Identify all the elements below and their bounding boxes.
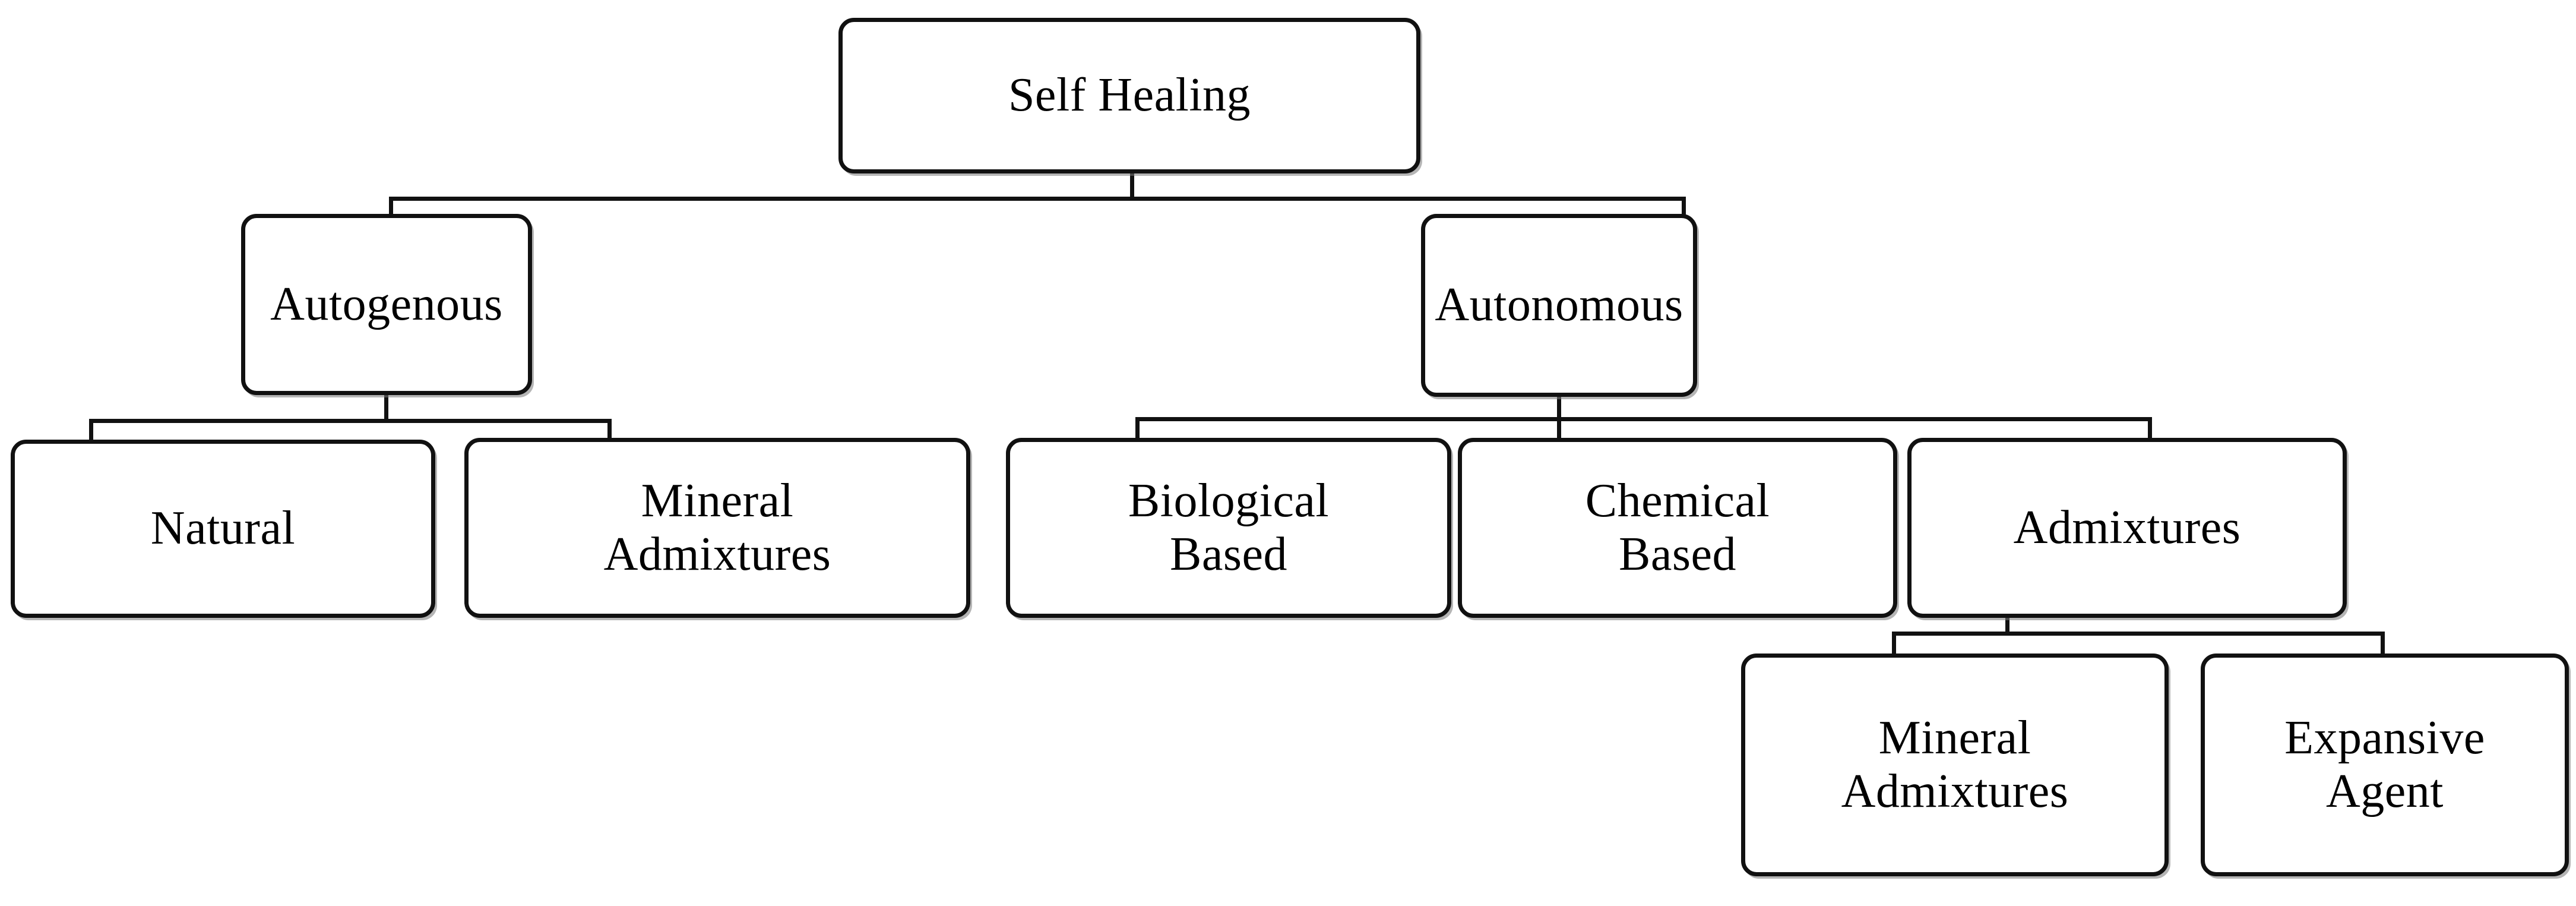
node-biological-based-label: Biological Based <box>1128 474 1330 580</box>
edge-bus-to-mineral-admixtures-right <box>1892 632 1896 658</box>
node-natural-label: Natural <box>150 502 296 555</box>
node-mineral-admixtures-right-label: Mineral Admixtures <box>1841 711 2069 817</box>
edge-bus-to-natural <box>89 419 93 444</box>
node-admixtures[interactable]: Admixtures <box>1907 438 2347 618</box>
node-expansive-agent-label: Expansive Agent <box>2284 711 2485 817</box>
edge-bus-to-biological-based <box>1135 417 1140 443</box>
node-autonomous-label: Autonomous <box>1435 279 1683 332</box>
node-autogenous[interactable]: Autogenous <box>241 214 532 395</box>
edge-admixtures-stem <box>2005 611 2009 636</box>
edge-autogenous-stem <box>384 393 388 422</box>
node-chemical-based[interactable]: Chemical Based <box>1458 438 1897 618</box>
node-self-healing[interactable]: Self Healing <box>838 18 1420 173</box>
edge-autogenous-bus <box>89 419 612 423</box>
node-mineral-admixtures-left-label: Mineral Admixtures <box>603 474 831 580</box>
edge-admixtures-bus <box>1892 632 2385 636</box>
edge-bus-to-autonomous <box>1682 197 1686 216</box>
edge-bus-to-expansive-agent <box>2381 632 2385 658</box>
edge-bus-to-autogenous <box>389 197 393 216</box>
node-chemical-based-label: Chemical Based <box>1585 474 1770 580</box>
node-mineral-admixtures-right[interactable]: Mineral Admixtures <box>1741 654 2169 876</box>
node-biological-based[interactable]: Biological Based <box>1006 438 1451 618</box>
edge-bus-to-admixtures <box>2148 417 2152 443</box>
edge-autonomous-stem <box>1557 395 1561 422</box>
edge-bus-to-mineral-admixtures-left <box>607 419 612 444</box>
edge-level1-bus <box>389 197 1686 201</box>
node-expansive-agent[interactable]: Expansive Agent <box>2201 654 2569 876</box>
node-admixtures-label: Admixtures <box>2013 501 2241 554</box>
node-autonomous[interactable]: Autonomous <box>1421 214 1697 397</box>
node-natural[interactable]: Natural <box>11 440 435 618</box>
edge-autonomous-bus <box>1135 417 2152 421</box>
node-mineral-admixtures-left[interactable]: Mineral Admixtures <box>464 438 970 618</box>
edge-bus-to-chemical-based <box>1557 417 1561 443</box>
node-autogenous-label: Autogenous <box>270 277 503 330</box>
edge-root-stem <box>1130 172 1134 201</box>
node-self-healing-label: Self Healing <box>1008 69 1251 122</box>
